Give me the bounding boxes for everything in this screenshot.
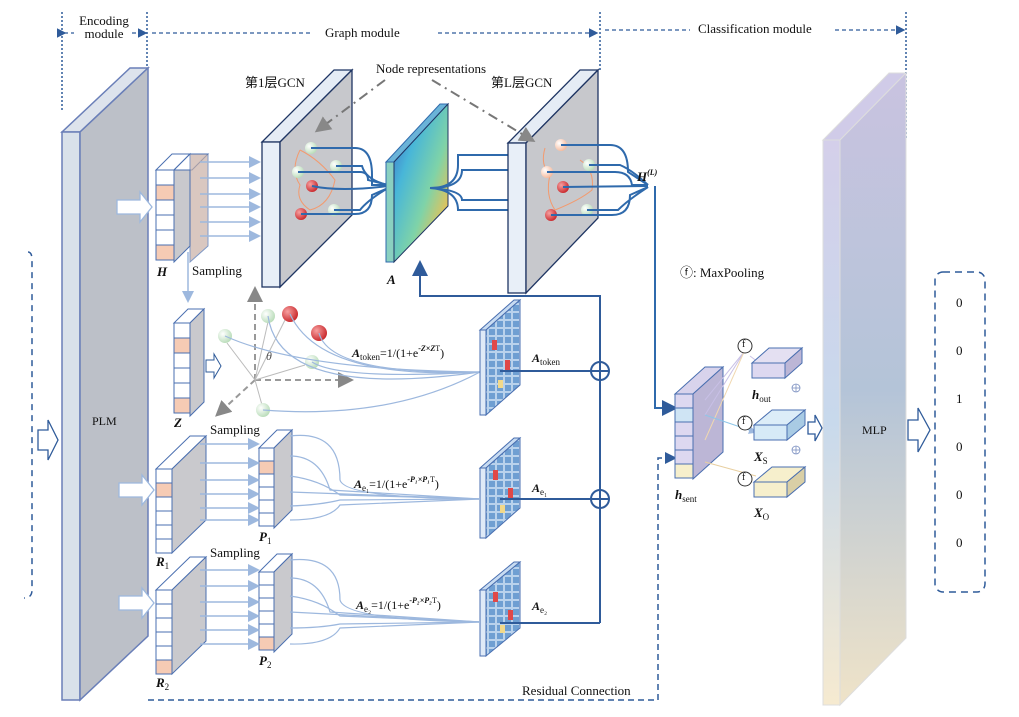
adjacency-matrix-a [384, 102, 450, 264]
a-token-label: Atoken [532, 351, 561, 367]
p1-to-ae1-links [289, 434, 481, 521]
output-value: 0 [956, 295, 963, 310]
p1-matrix [257, 428, 294, 530]
node-representations-label: Node representations [376, 61, 487, 76]
output-value: 0 [956, 487, 963, 502]
mlp-output-arrow-icon [907, 407, 931, 453]
a-token-matrix [478, 298, 522, 417]
gcn-first-layer [260, 68, 354, 289]
theta-label: θ [266, 349, 272, 363]
sum-operator-icons [590, 361, 610, 509]
r1-matrix [154, 434, 208, 555]
r1-label: R1 [156, 554, 170, 571]
maxpool-icons [737, 338, 753, 487]
adjacency-label: A [387, 272, 396, 287]
p2-label: P2 [259, 653, 272, 670]
p2-to-ae2-links [289, 558, 481, 645]
h-sent-matrix [673, 365, 725, 481]
x-s-label: XS [754, 449, 768, 466]
output-value: 0 [956, 439, 963, 454]
r2-matrix [154, 555, 208, 676]
pool-f-3: f [742, 472, 746, 483]
a-e2-matrix [478, 560, 522, 658]
x-o-label: XO [754, 505, 770, 522]
residual-connection-label: Residual Connection [522, 683, 631, 698]
to-mlp-arrow-icon [807, 414, 823, 442]
p1-label: P1 [259, 529, 272, 546]
classification-module-label: Classification module [698, 21, 812, 36]
pool-f-2: f [742, 416, 746, 427]
gcn-first-label: 第1层GCN [245, 75, 305, 90]
a-e1-label: Ae₁ [532, 481, 548, 497]
sampling-label-2: Sampling [210, 422, 260, 437]
p2-matrix [257, 552, 294, 654]
plm-label: PLM [92, 414, 117, 428]
maxpooling-legend: ⓕ: MaxPooling [680, 265, 765, 280]
combined-adjacency-feedback [412, 260, 601, 340]
output-value: 1 [956, 391, 963, 406]
adjacency-to-gcnl-links [429, 154, 508, 211]
h-sent-label: hsent [675, 487, 697, 504]
residual-connection-path [148, 452, 677, 701]
concat-icons [791, 383, 801, 455]
formula-e2: Ae₂=1/(1+e-P₂×P₂T) [356, 596, 441, 614]
node-representation-pointers [314, 79, 536, 143]
h-to-gcn-arrows [182, 156, 261, 303]
a-e2-label: Ae₂ [532, 599, 548, 615]
r2-label: R2 [156, 675, 170, 692]
sampling-label-3: Sampling [210, 545, 260, 560]
token-embedding-space [215, 286, 481, 417]
graph-module-label: Graph module [325, 25, 400, 40]
pool-f-1: f [742, 339, 746, 350]
z-label: Z [174, 415, 182, 430]
gcn-last-layer [506, 68, 600, 295]
input-bracket [23, 251, 33, 599]
x-s-vector [752, 408, 807, 442]
z-matrix [172, 307, 222, 418]
input-arrow-icon [37, 419, 59, 461]
plm-output-arrows [116, 190, 155, 620]
output-value: 0 [956, 535, 963, 550]
h-label: H [157, 264, 168, 279]
adjacency-sum-paths [500, 340, 601, 624]
formula-token: Atoken=1/(1+e-Z×ZT) [352, 344, 445, 362]
r2-to-p2-arrows [200, 564, 260, 650]
pooling-links [704, 351, 768, 477]
mlp-block [821, 71, 908, 707]
a-e1-matrix [478, 436, 522, 540]
h-out-label: hout [752, 387, 771, 404]
r1-to-p1-arrows [200, 438, 260, 526]
h-out-vector [750, 346, 804, 380]
x-o-vector [752, 465, 807, 499]
output-vector-box [934, 271, 986, 593]
gcn1-to-adjacency-links [298, 147, 389, 215]
h-l-label: H(L) [637, 168, 658, 184]
sampling-label-1: Sampling [192, 263, 242, 278]
mlp-label: MLP [862, 423, 887, 437]
output-value: 0 [956, 343, 963, 358]
h-matrix [154, 152, 210, 264]
gcnl-output-links [547, 144, 678, 416]
gcn-last-label: 第L层GCN [491, 75, 553, 90]
plm-block [60, 66, 150, 702]
formula-e1: Ae₁=1/(1+e-P₁×P₁T) [354, 475, 439, 493]
encoding-module-label: Encoding module [79, 13, 129, 41]
